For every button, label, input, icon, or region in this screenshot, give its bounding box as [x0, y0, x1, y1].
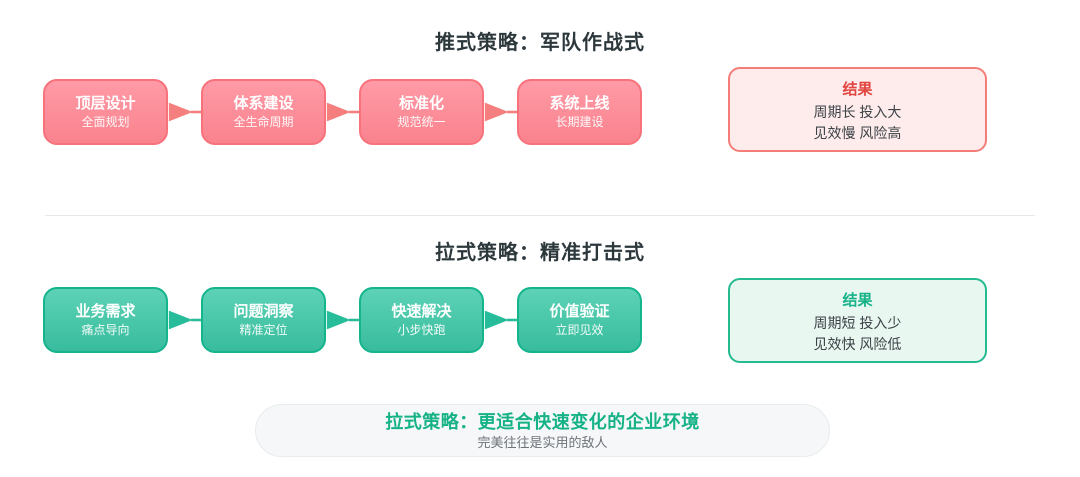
push-step-box-4: 系统上线 长期建设	[517, 79, 642, 145]
push-step-box-3: 标准化 规范统一	[359, 79, 484, 145]
push-step-box-1: 顶层设计 全面规划	[43, 79, 168, 145]
step-title: 价值验证	[549, 303, 610, 320]
push-flow-row: 顶层设计 全面规划 体系建设 全生命周期 标准化 规范统一 系统上线 长期建设	[43, 79, 642, 145]
result-title: 结果	[842, 81, 873, 98]
pull-step-box-1: 业务需求 痛点导向	[43, 287, 168, 353]
pull-result-box: 结果 周期短 投入少 见效快 风险低	[728, 278, 987, 363]
push-step-box-2: 体系建设 全生命周期	[201, 79, 326, 145]
step-title: 问题洞察	[233, 303, 294, 320]
conclusion-banner: 拉式策略：更适合快速变化的企业环境 完美往往是实用的敌人	[255, 404, 830, 457]
result-line: 见效慢 风险高	[813, 125, 902, 141]
result-title: 结果	[842, 292, 873, 309]
flow-arrow-icon	[326, 310, 359, 330]
result-line: 周期短 投入少	[813, 315, 902, 331]
step-subtitle: 立即见效	[555, 323, 604, 337]
push-section-title: 推式策略：军队作战式	[435, 32, 645, 54]
step-subtitle: 全生命周期	[233, 115, 294, 129]
step-title: 顶层设计	[75, 95, 136, 112]
step-title: 系统上线	[549, 95, 610, 112]
banner-title: 拉式策略：更适合快速变化的企业环境	[385, 411, 700, 432]
step-title: 业务需求	[75, 303, 136, 320]
flow-arrow-icon	[484, 102, 517, 122]
step-subtitle: 小步快跑	[397, 323, 446, 337]
pull-section-title: 拉式策略：精准打击式	[435, 242, 645, 264]
result-line: 见效快 风险低	[813, 336, 902, 352]
flow-arrow-icon	[484, 310, 517, 330]
section-divider	[45, 215, 1035, 216]
step-subtitle: 长期建设	[555, 115, 604, 129]
step-subtitle: 痛点导向	[81, 323, 130, 337]
result-line: 周期长 投入大	[813, 104, 902, 120]
pull-flow-row: 业务需求 痛点导向 问题洞察 精准定位 快速解决 小步快跑 价值验证 立即见效	[43, 287, 642, 353]
step-subtitle: 全面规划	[81, 115, 130, 129]
step-title: 体系建设	[233, 95, 294, 112]
flow-arrow-icon	[168, 102, 201, 122]
flow-arrow-icon	[326, 102, 359, 122]
pull-step-box-3: 快速解决 小步快跑	[359, 287, 484, 353]
pull-step-box-2: 问题洞察 精准定位	[201, 287, 326, 353]
step-subtitle: 精准定位	[239, 323, 288, 337]
pull-step-box-4: 价值验证 立即见效	[517, 287, 642, 353]
push-result-box: 结果 周期长 投入大 见效慢 风险高	[728, 67, 987, 152]
step-title: 快速解决	[391, 303, 452, 320]
banner-subtitle: 完美往往是实用的敌人	[477, 434, 608, 450]
step-title: 标准化	[398, 95, 444, 112]
step-subtitle: 规范统一	[397, 115, 446, 129]
flow-arrow-icon	[168, 310, 201, 330]
